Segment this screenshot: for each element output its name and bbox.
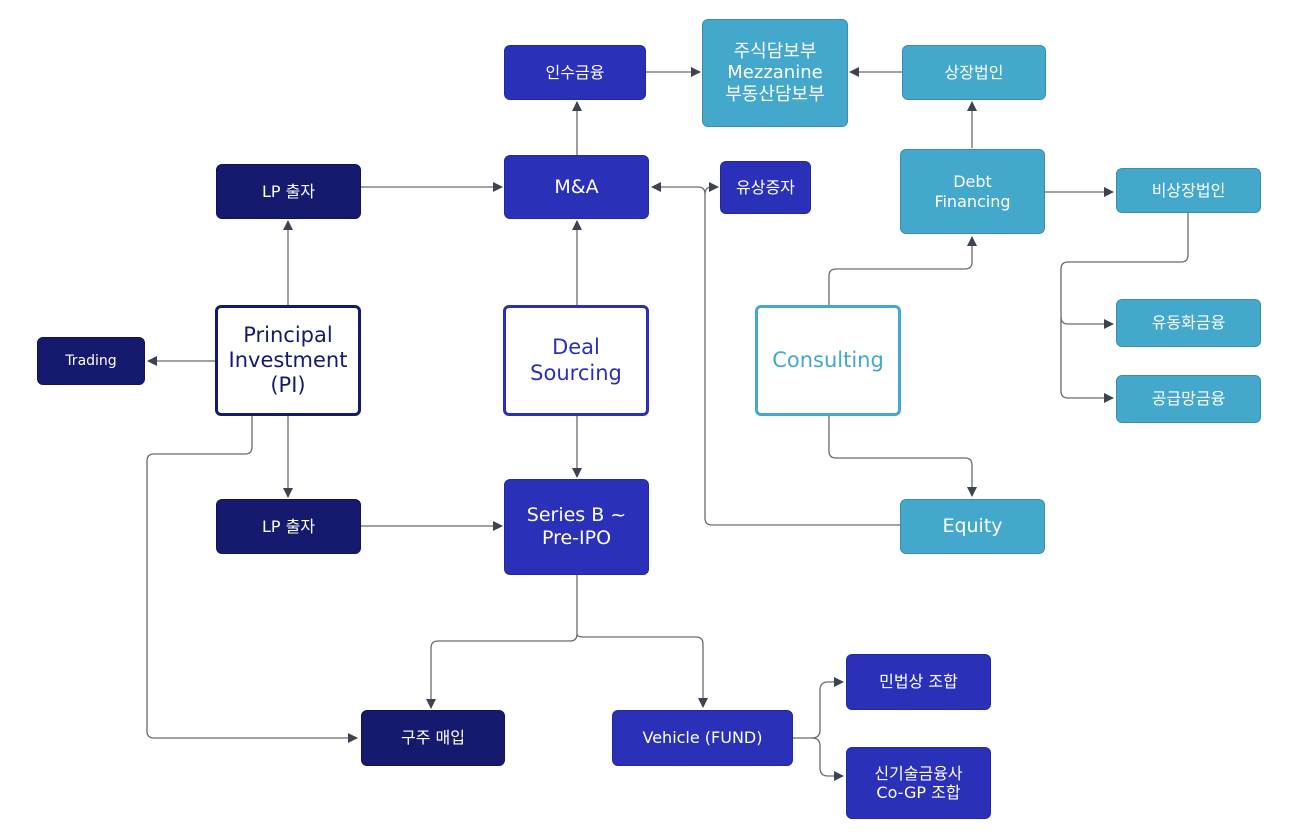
node-rights-offering[interactable]: 유상증자: [720, 161, 811, 214]
edge-unlisted-to-supply-chain: [1060, 317, 1114, 403]
node-unlisted-company[interactable]: 비상장법인: [1116, 168, 1261, 213]
node-lp-bottom[interactable]: LP 출자: [216, 499, 361, 554]
node-principal-investment[interactable]: Principal Investment (PI): [215, 305, 361, 416]
node-vehicle-fund[interactable]: Vehicle (FUND): [612, 710, 793, 766]
node-secondary-purchase[interactable]: 구주 매입: [361, 710, 505, 766]
node-consulting[interactable]: Consulting: [755, 305, 901, 416]
node-acquisition-finance[interactable]: 인수금융: [504, 45, 646, 100]
edge-unlisted-to-liquidity: [1060, 213, 1189, 329]
node-deal-sourcing[interactable]: Deal Sourcing: [503, 305, 649, 416]
edge-pi-to-secondary: [146, 416, 358, 743]
node-listed-company[interactable]: 상장법인: [902, 45, 1046, 100]
node-civil-partnership[interactable]: 민법상 조합: [846, 654, 991, 710]
node-series-b[interactable]: Series B ~ Pre-IPO: [504, 479, 649, 575]
edge-equity-to-ma: [651, 182, 900, 526]
edge-vehicle-to-cogp: [811, 737, 844, 781]
node-supply-chain-finance[interactable]: 공급망금융: [1116, 375, 1261, 423]
node-lp-top[interactable]: LP 출자: [216, 164, 361, 219]
edge-vehicle-to-civil: [793, 677, 844, 739]
edge-series-b-to-secondary: [426, 575, 578, 709]
edge-series-b-to-vehicle: [576, 633, 708, 708]
node-trading[interactable]: Trading: [37, 337, 145, 385]
edge-consulting-to-equity: [828, 416, 977, 497]
edge-equity-to-rights-offering: [704, 182, 719, 195]
edge-consulting-to-debt: [828, 236, 977, 305]
node-newtech-cogp[interactable]: 신기술금융사 Co-GP 조합: [846, 747, 991, 819]
node-equity[interactable]: Equity: [900, 499, 1045, 554]
node-debt-financing[interactable]: Debt Financing: [900, 149, 1045, 234]
node-collateral-finance[interactable]: 주식담보부 Mezzanine 부동산담보부: [702, 19, 848, 127]
node-ma[interactable]: M&A: [504, 155, 649, 219]
node-liquidity-finance[interactable]: 유동화금융: [1116, 299, 1261, 347]
